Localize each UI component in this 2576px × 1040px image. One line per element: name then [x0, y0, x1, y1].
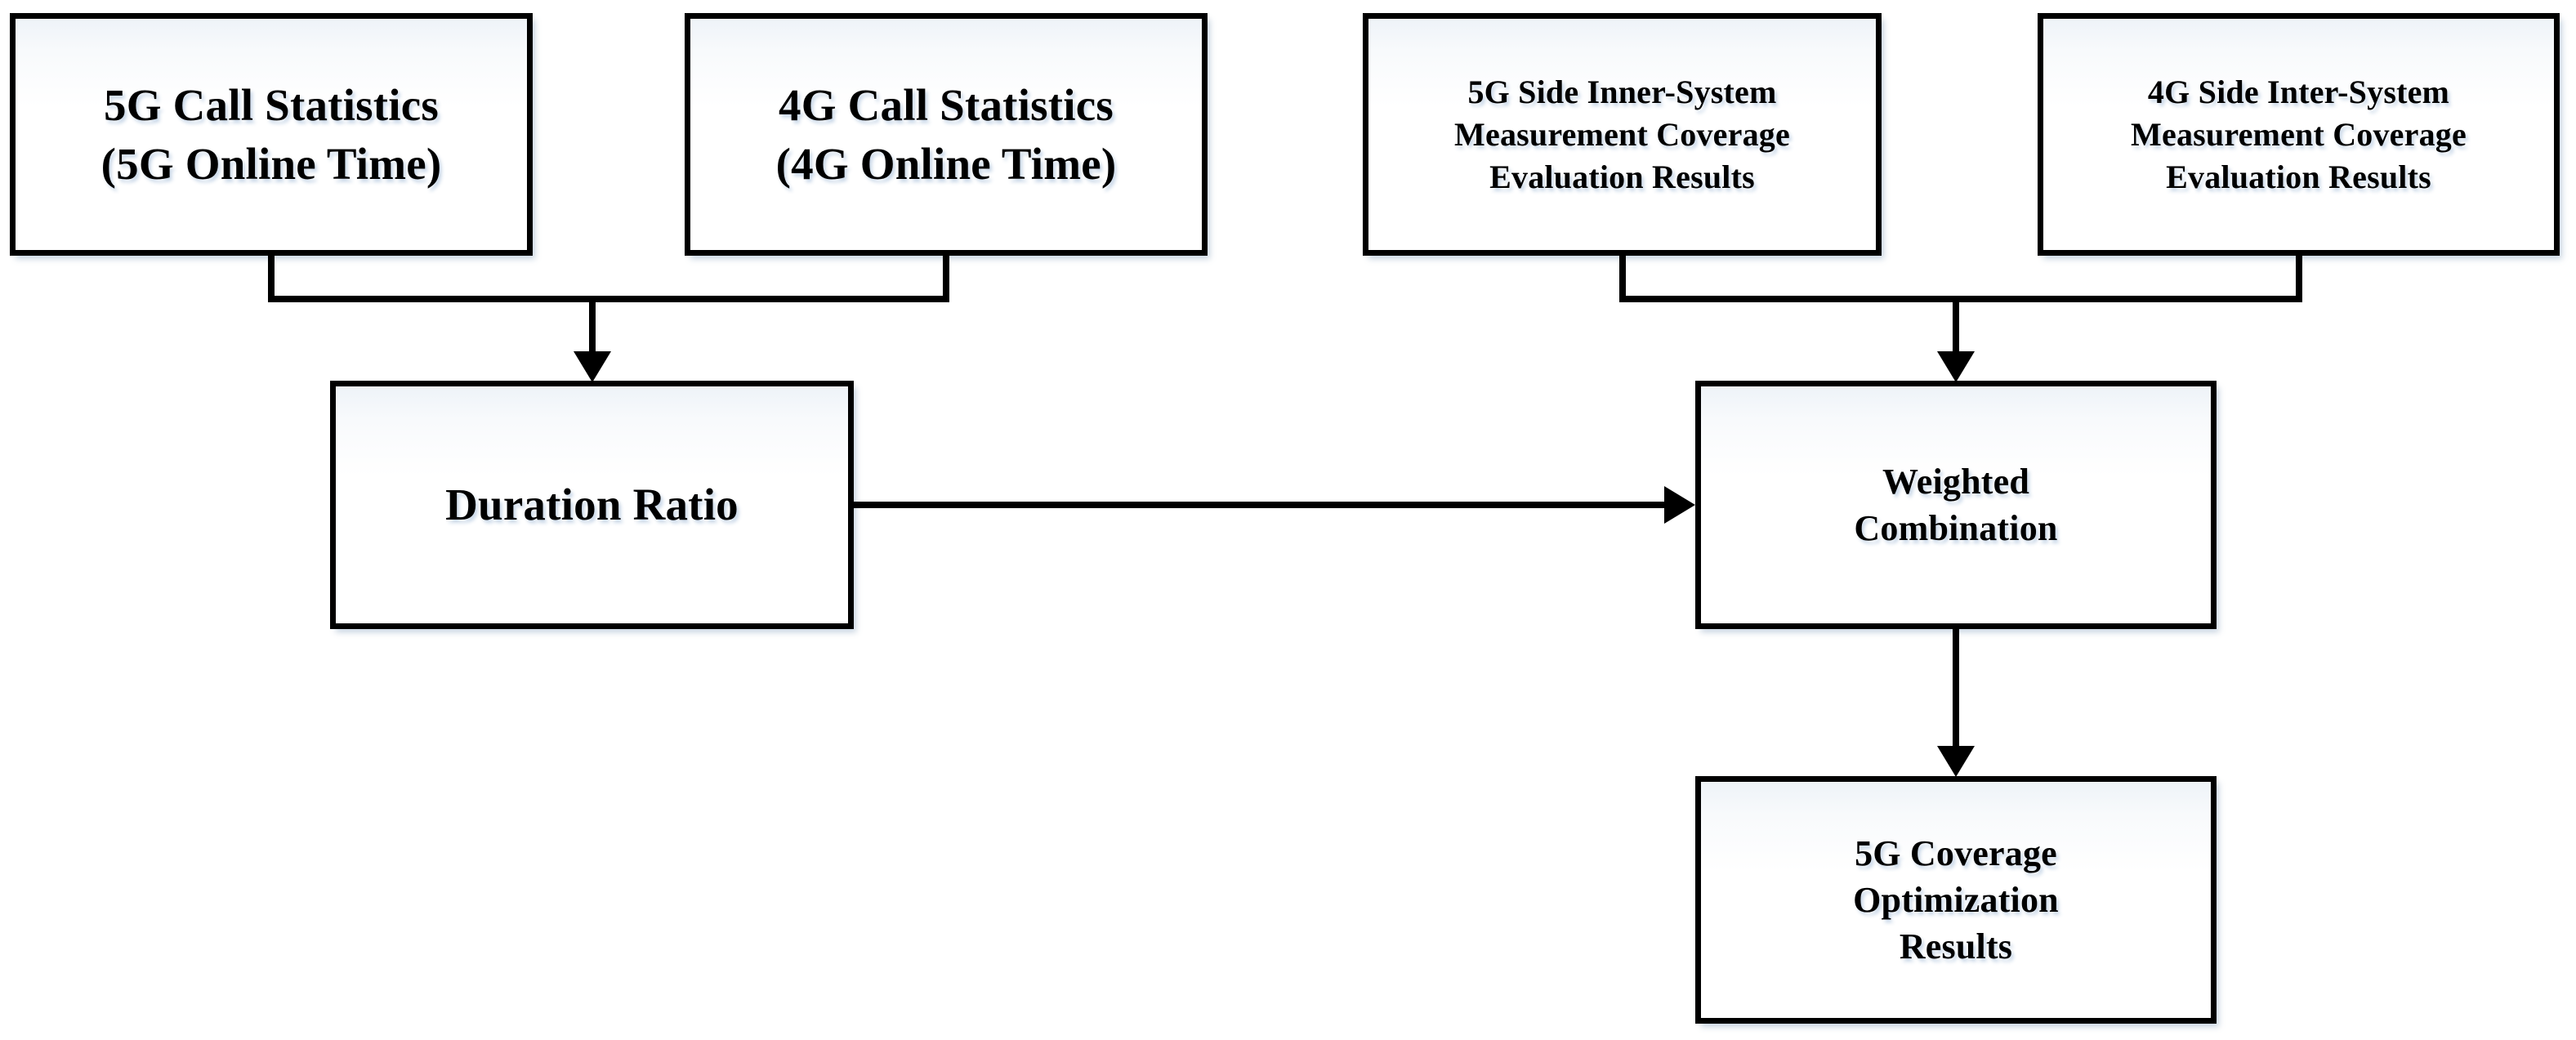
connector-duration-ratio-to-weighted-combination	[854, 502, 1666, 508]
node-5g-coverage-optimization-results[interactable]: 5G Coverage Optimization Results	[1695, 776, 2217, 1024]
connector-5g-side-drop	[1619, 252, 1626, 302]
connector-right-merge-bar	[1619, 296, 2302, 302]
node-4g-call-statistics[interactable]: 4G Call Statistics (4G Online Time)	[685, 13, 1208, 256]
arrowhead-to-duration-ratio	[574, 351, 611, 382]
arrowhead-to-weighted-combination-left	[1664, 486, 1695, 524]
arrowhead-to-weighted-combination	[1937, 351, 1975, 382]
connector-left-merge-stem	[589, 296, 596, 355]
node-4g-side-inter-system-measurement[interactable]: 4G Side Inter-System Measurement Coverag…	[2038, 13, 2560, 256]
node-5g-side-inner-system-measurement[interactable]: 5G Side Inner-System Measurement Coverag…	[1363, 13, 1882, 256]
connector-5g-call-drop	[268, 252, 275, 302]
node-label: Weighted Combination	[1854, 461, 2058, 548]
connector-4g-call-drop	[943, 252, 949, 302]
node-label: 5G Side Inner-System Measurement Coverag…	[1454, 73, 1790, 195]
node-duration-ratio[interactable]: Duration Ratio	[330, 381, 854, 629]
connector-weighted-combination-to-results	[1953, 625, 1959, 749]
connector-right-merge-stem	[1953, 296, 1959, 355]
node-weighted-combination[interactable]: Weighted Combination	[1695, 381, 2217, 629]
arrowhead-to-results	[1937, 746, 1975, 777]
node-5g-call-statistics[interactable]: 5G Call Statistics (5G Online Time)	[10, 13, 533, 256]
node-label: 4G Call Statistics (4G Online Time)	[775, 80, 1117, 189]
node-label: Duration Ratio	[445, 480, 739, 530]
node-label: 5G Coverage Optimization Results	[1853, 832, 2059, 967]
node-label: 5G Call Statistics (5G Online Time)	[100, 80, 442, 189]
connector-left-merge-bar	[268, 296, 949, 302]
node-label: 4G Side Inter-System Measurement Coverag…	[2131, 73, 2467, 195]
connector-4g-side-drop	[2296, 252, 2302, 302]
